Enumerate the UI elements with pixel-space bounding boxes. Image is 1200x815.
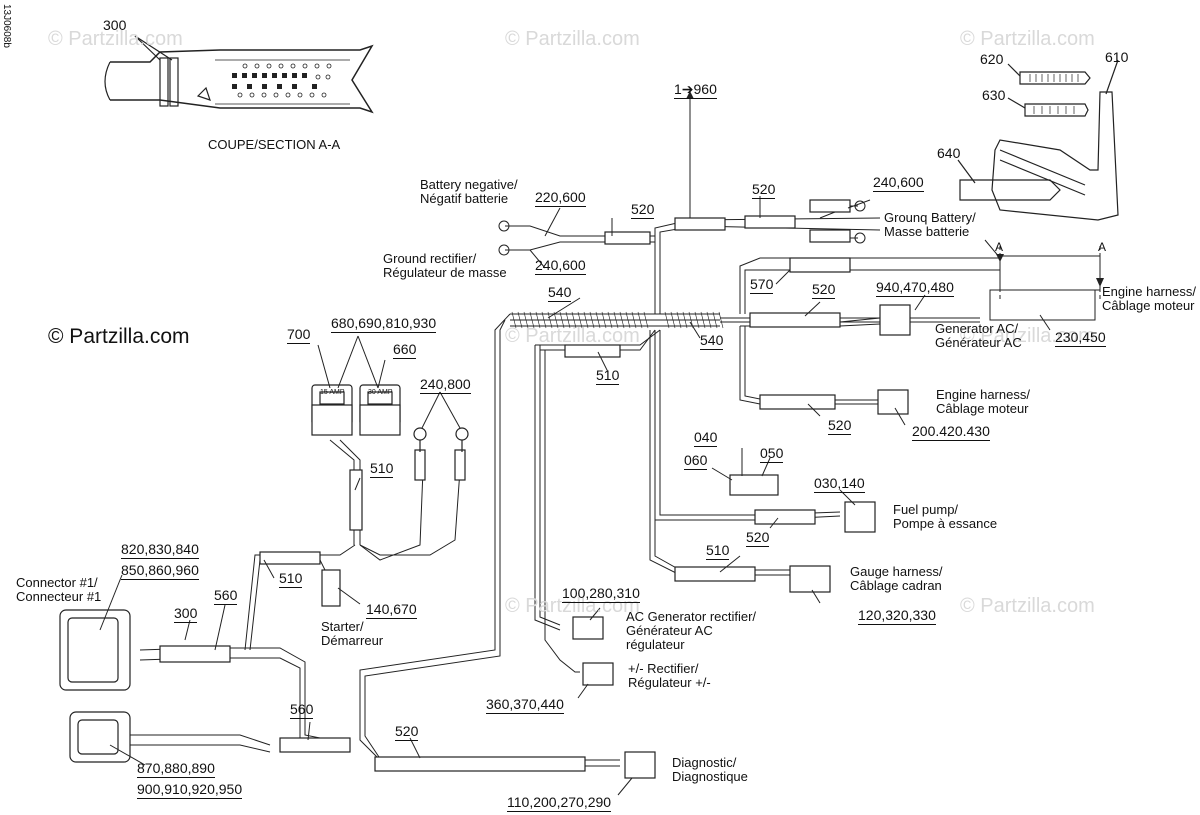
watermark: © Partzilla.com [505,325,640,347]
ref-240-600-a: 240,600 [873,174,924,192]
ref-050: 050 [760,445,784,463]
label-generator-ac: Generator AC/ [935,321,1019,336]
watermark: © Partzilla.com [960,595,1095,617]
label-engine-harness-2: Engine harness/ [936,387,1030,402]
ref-630: 630 [982,87,1006,103]
label-gauge-harness: Gauge harness/ [850,564,943,579]
label-connector-1: Connector #1/ [16,575,98,590]
label-ac-gen-rectifier-fr: Générateur AC [626,623,713,638]
hatched-trunk [511,311,724,329]
ref-610: 610 [1105,49,1129,65]
ref-120-320-330: 120,320,330 [858,607,936,625]
ref-040: 040 [694,429,718,447]
ref-660: 660 [393,341,417,359]
label-battery-negative: Battery negative/ [420,177,518,192]
ref-520-c: 520 [812,281,836,299]
label-engine-harness-2-fr: Câblage moteur [936,401,1029,416]
ref-680-690-810-930: 680,690,810,930 [331,315,437,333]
label-starter-fr: Démarreur [321,633,384,648]
label-generator-ac-fr: Générateur AC [935,335,1022,350]
label-ac-gen-rectifier: AC Generator rectifier/ [626,609,757,624]
label-battery-negative-fr: Négatif batterie [420,191,509,206]
ref-940-470-480: 940,470,480 [876,279,954,297]
label-ground-rectifier-fr: Régulateur de masse [383,265,507,280]
ref-540-b: 540 [700,332,724,350]
connector-details-top-right [957,59,1119,221]
ref-520-d: 520 [828,417,852,435]
label-ground-rectifier: Ground rectifier/ [383,251,477,266]
harness-sleeves [159,199,851,772]
ref-300-connector: 300 [174,605,198,623]
ref-560-a: 560 [214,587,238,605]
ref-850-860-960: 850,860,960 [121,562,199,580]
label-engine-harness-1-fr: Câblage moteur [1102,298,1195,313]
ref-110-200-270-290: 110,200,270,290 [507,794,612,812]
label-fuel-pump-fr: Pompe à essance [893,516,998,531]
ref-100-280-310: 100,280,310 [562,585,640,603]
ref-300-section: 300 [103,17,127,33]
fuse-holders [311,384,401,436]
ref-900-910-920-950: 900,910,920,950 [137,781,243,799]
watermark: © Partzilla.com [960,28,1095,50]
ref-360-370-440: 360,370,440 [486,696,564,714]
section-marker: A [1098,240,1107,254]
ref-1-960: 1➔960 [674,81,717,99]
ref-230-450: 230,450 [1055,329,1106,347]
label-ground-battery: Grounq Battery/ [884,210,976,225]
section-marker: A [995,240,1004,254]
ref-570: 570 [750,276,774,294]
label-diagnostic: Diagnostic/ [672,755,737,770]
ref-140-670: 140,670 [366,601,417,619]
fuse-30-amp: 30 AMP [368,389,393,396]
ref-510-d: 510 [279,570,303,588]
label-fuel-pump: Fuel pump/ [893,502,959,517]
ref-520-a: 520 [631,201,655,219]
ref-640: 640 [937,145,961,161]
label-starter: Starter/ [321,619,364,634]
ref-820-830-840: 820,830,840 [121,541,199,559]
watermark-main: © Partzilla.com [48,325,190,348]
ref-060: 060 [684,452,708,470]
ref-620: 620 [980,51,1004,67]
fuse-15-amp: 15 AMP [320,389,345,396]
ref-240-600-b: 240,600 [535,257,586,275]
watermark: © Partzilla.com [48,28,183,50]
ref-520-e: 520 [746,529,770,547]
label-rectifier-fr: Régulateur +/- [628,675,711,690]
ref-520-f: 520 [395,723,419,741]
watermark: © Partzilla.com [960,325,1095,347]
ref-200-420-430: 200.420.430 [912,423,990,441]
ring-terminals [413,427,469,452]
ref-540-a: 540 [548,284,572,302]
document-id: 13J0608b [1,4,12,48]
label-ac-gen-rectifier-fr2: régulateur [626,637,685,652]
ref-240-800: 240,800 [420,376,471,394]
section-a-a-detail [104,35,374,114]
label-rectifier: +/- Rectifier/ [628,661,699,676]
ref-220-600: 220,600 [535,189,586,207]
label-diagnostic-fr: Diagnostique [672,769,748,784]
ref-700: 700 [287,326,311,344]
watermark: © Partzilla.com [505,28,640,50]
watermark: © Partzilla.com [505,595,640,617]
ref-030-140: 030,140 [814,475,865,493]
ref-510-c: 510 [706,542,730,560]
label-gauge-harness-fr: Câblage cadran [850,578,942,593]
label-connector-1-fr: Connecteur #1 [16,589,102,604]
ref-870-880-890: 870,880,890 [137,760,215,778]
ref-510-a: 510 [596,367,620,385]
connectors [59,304,911,779]
arrow-heads [686,91,1104,287]
section-title: COUPE/SECTION A-A [208,137,341,152]
label-engine-harness-1: Engine harness/ [1102,284,1196,299]
label-ground-battery-fr: Masse batterie [884,224,970,239]
ref-510-b: 510 [370,460,394,478]
ref-560-b: 560 [290,701,314,719]
ref-520-b: 520 [752,181,776,199]
